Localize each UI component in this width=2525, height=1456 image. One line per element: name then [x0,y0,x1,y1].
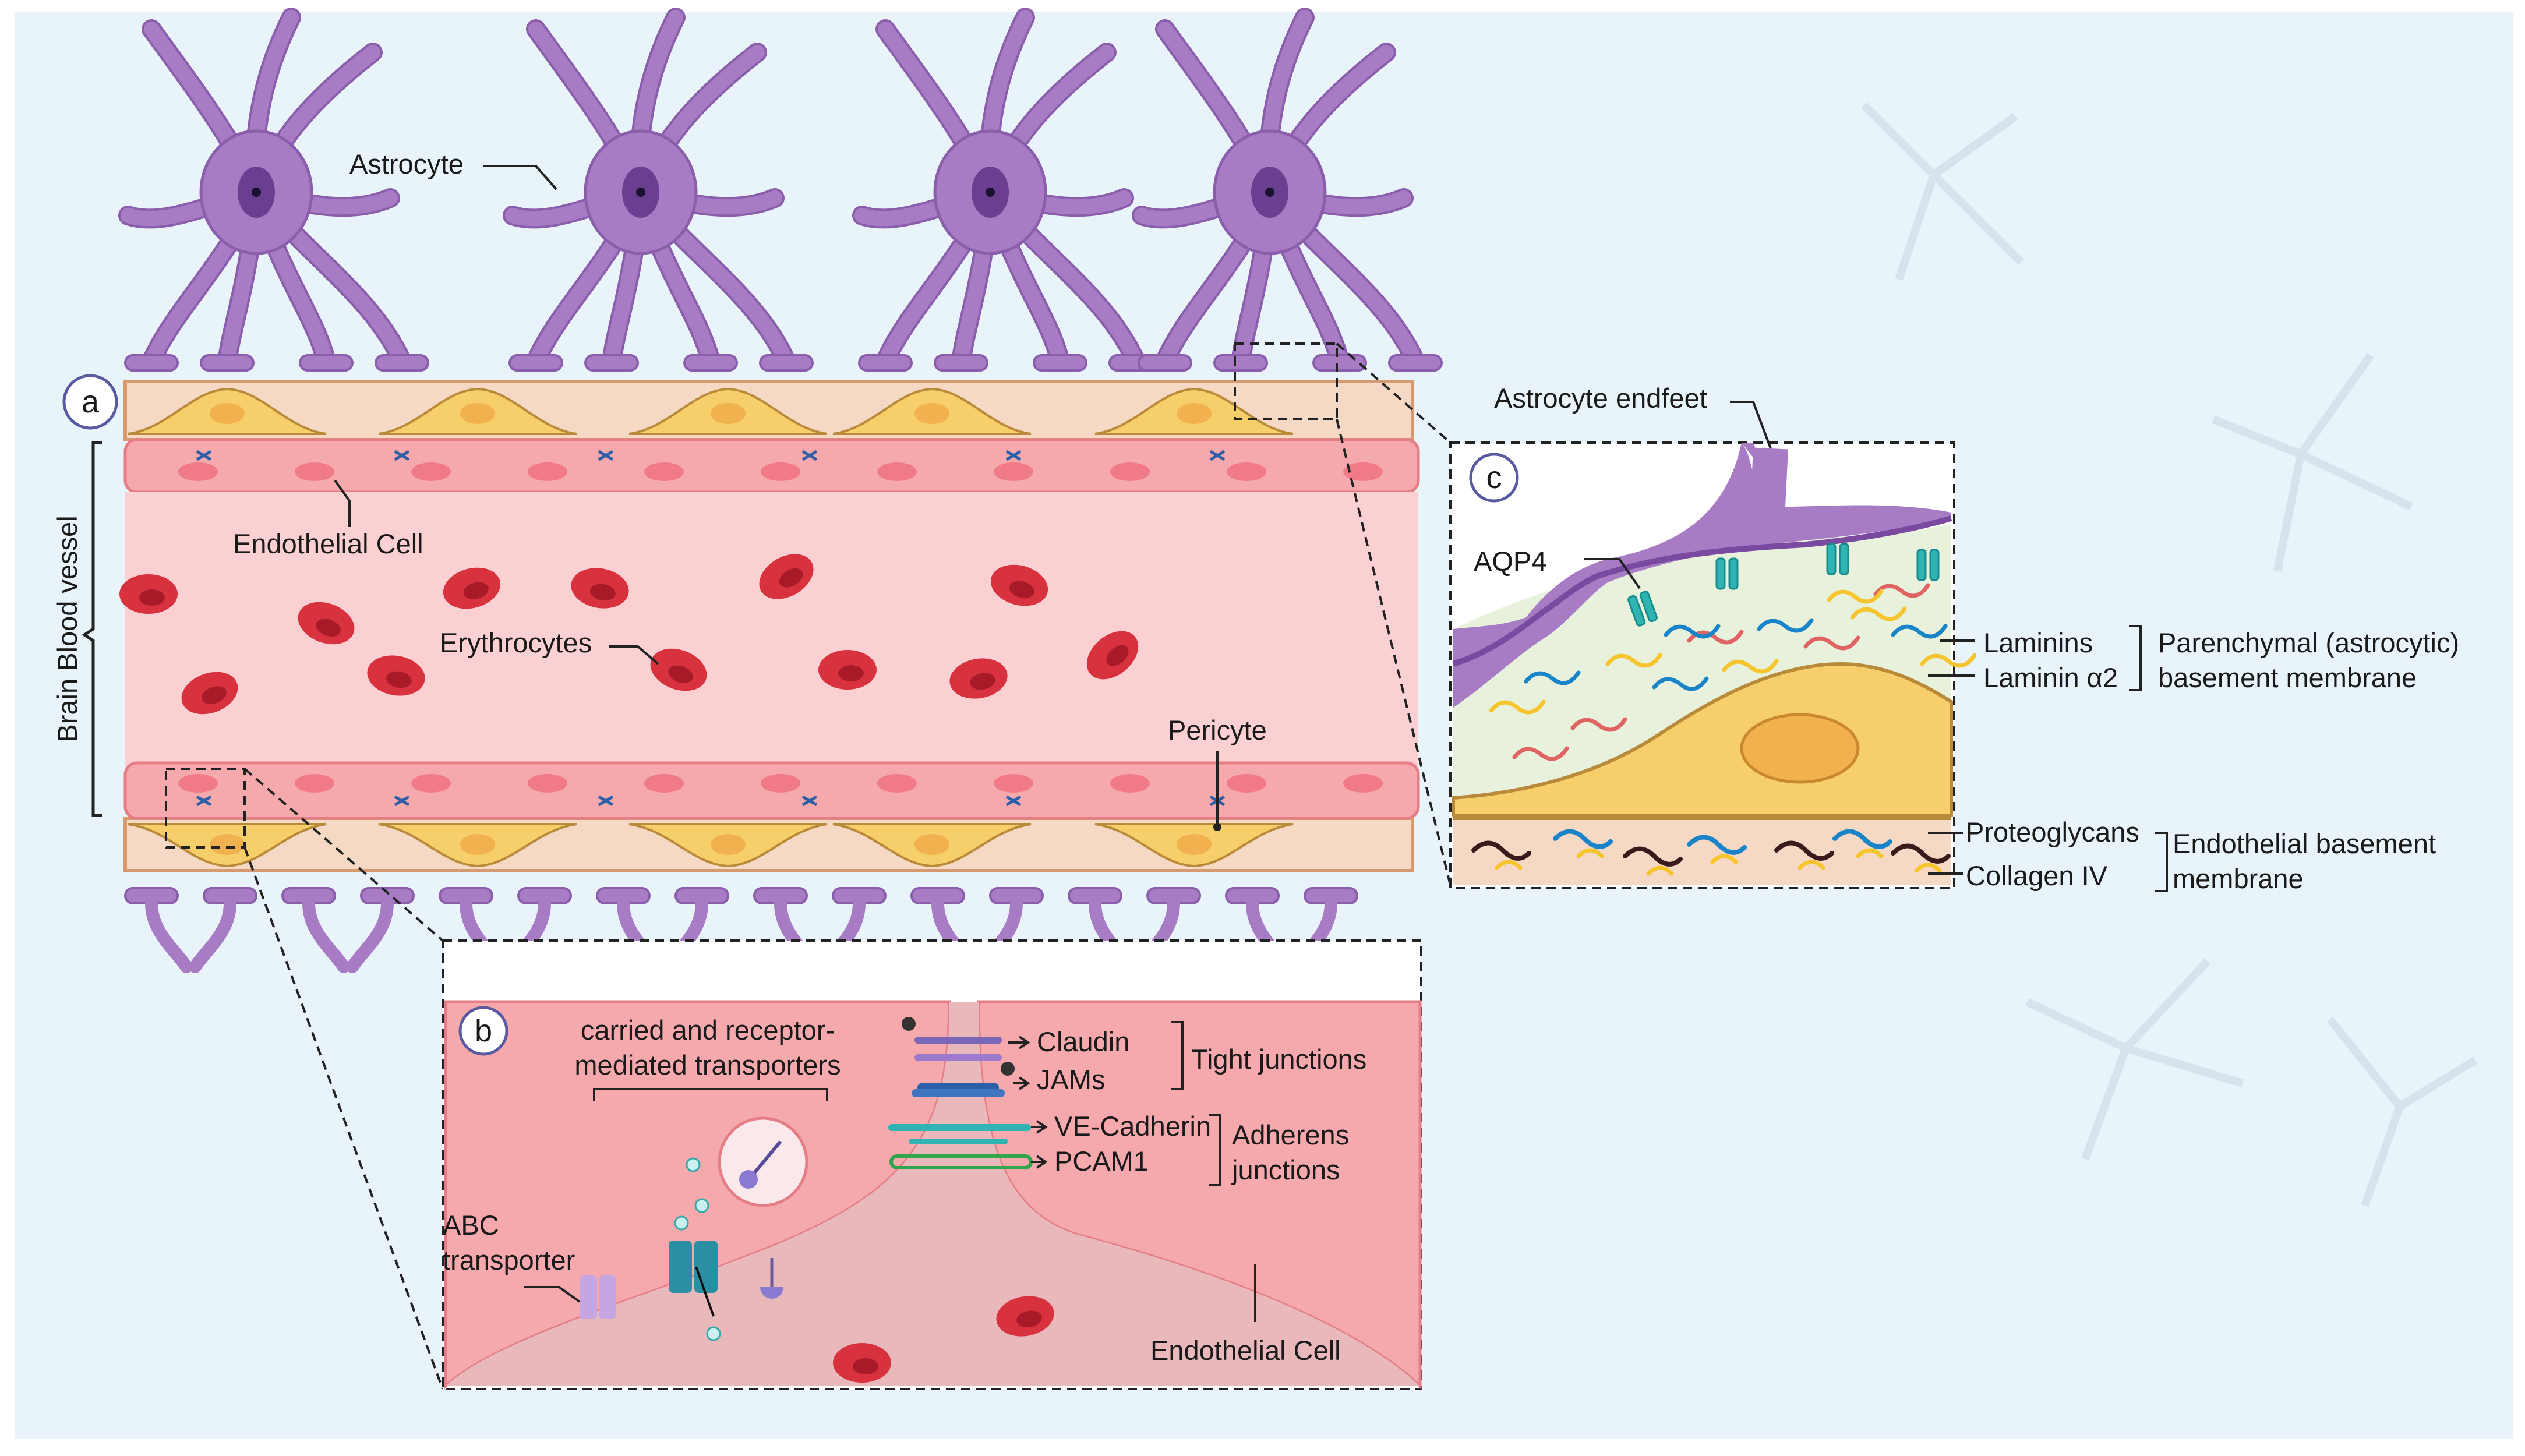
erythrocytes-leader [609,645,659,665]
parenchymal-label-2: basement membrane [2158,662,2417,693]
panel-c-marker [1469,453,1519,503]
astrocyte-cell [852,8,1163,372]
adherens-label-2: junctions [1231,1154,1340,1185]
astrocyte-endfeet-label: Astrocyte endfeet [1494,383,1707,414]
adherens-label-1: Adherens [1232,1119,1349,1150]
brain-blood-vessel-label: Brain Blood vessel [52,515,83,742]
abc-label-2: transporter [443,1245,575,1275]
panel-a-label: a [82,384,100,419]
zoom-box-c [1234,342,1338,420]
panel-b-label: b [475,1013,492,1048]
claudin-label: Claudin [1037,1026,1129,1057]
astrocyte-cell [503,8,814,372]
astrocyte-label: Astrocyte [349,149,464,179]
panel-b: b carried and receptor- mediated transpo… [442,939,1422,1390]
astrocyte-leader [483,165,557,190]
aqp4-label: AQP4 [1474,546,1546,577]
panel-b-marker [458,1006,508,1056]
zoom-lines-b [243,768,444,1390]
panel-c-label: c [1486,460,1502,495]
endothelial-bm-label-1: Endothelial basement [2173,828,2436,859]
panel-c: c Astrocyte endfeet AQP4 Laminins Lamini… [1449,383,2459,894]
astrocyte-cell [118,8,429,372]
zoom-lines-c [1336,342,1452,886]
endothelial-cell-label: Endothelial Cell [233,528,423,559]
laminins-label: Laminins [1983,627,2093,658]
pericyte-label: Pericyte [1168,715,1267,745]
proteoglycans-label: Proteoglycans [1966,817,2139,847]
laminin-a2-label: Laminin α2 [1983,662,2118,693]
jams-label: JAMs [1037,1064,1106,1095]
ve-cadherin-label: VE-Cadherin [1054,1111,1211,1142]
parenchymal-label-1: Parenchymal (astrocytic) [2158,627,2459,658]
astrocyte-cell [1132,8,1443,372]
transporters-label-2: mediated transporters [574,1049,841,1080]
endothelial-cell-b-label: Endothelial Cell [1150,1335,1341,1366]
transporters-label-1: carried and receptor- [581,1015,835,1045]
abc-label-1: ABC [443,1210,499,1241]
zoom-box-b [165,768,246,849]
endothelial-bm-label-2: membrane [2173,863,2304,894]
erythrocytes-label: Erythrocytes [440,627,592,658]
tight-junction-proteins [902,1017,1015,1097]
collagen-iv-label: Collagen IV [1966,860,2108,891]
vessel-bracket [82,441,102,817]
background-cells [1861,102,2478,1207]
astrocyte-endfoot-c [1453,443,1951,708]
pcam1-label: PCAM1 [1054,1146,1149,1176]
tight-junctions-label: Tight junctions [1191,1044,1366,1075]
panel-a-marker: a [62,374,118,430]
endothelial-leader [334,479,351,527]
astrocytes-row [118,8,1443,372]
